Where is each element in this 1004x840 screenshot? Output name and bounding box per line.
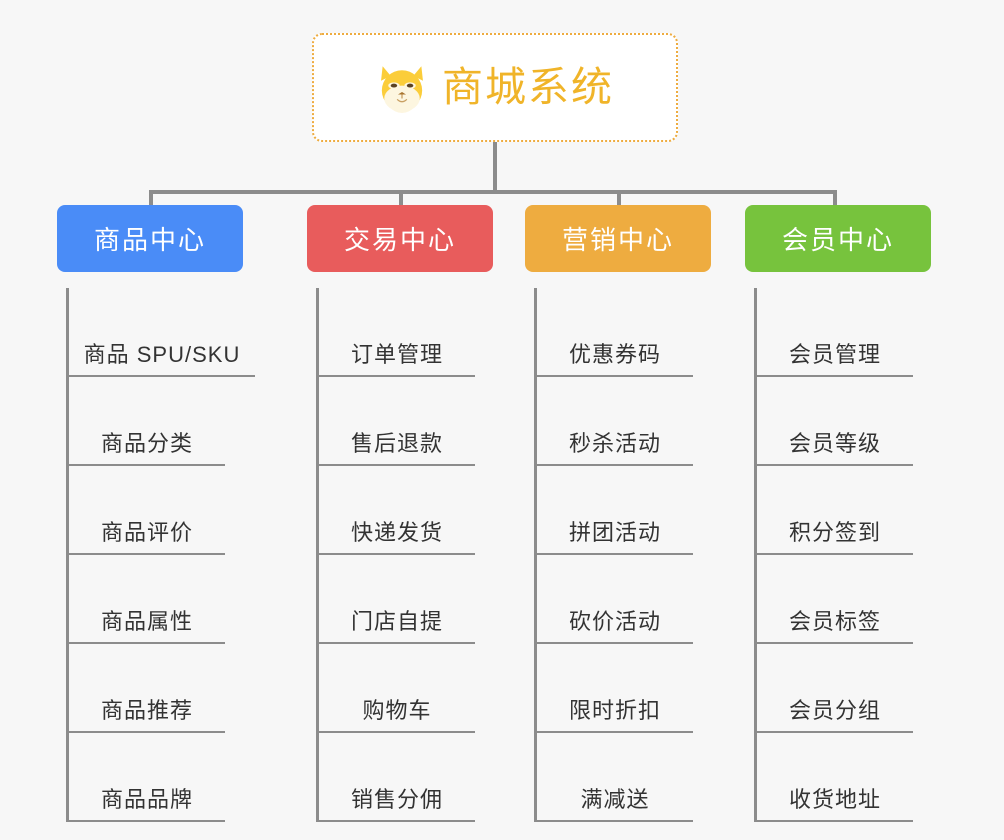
category-title: 交易中心 — [343, 225, 456, 255]
list-item[interactable]: 商品分类 — [69, 377, 225, 466]
list-item[interactable]: 满减送 — [537, 733, 693, 822]
connector-root-vertical — [493, 142, 497, 193]
connector-drop-3 — [617, 190, 621, 218]
column-marketing-center: 营销中心 优惠券码 秒杀活动 拼团活动 砍价活动 限时折扣 满减送 — [525, 205, 711, 822]
list-item[interactable]: 会员标签 — [757, 555, 913, 644]
category-title: 会员中心 — [781, 225, 894, 255]
connector-drop-4 — [833, 190, 837, 218]
connector-drop-2 — [399, 190, 403, 218]
list-item[interactable]: 商品推荐 — [69, 644, 225, 733]
sub-list-product-center: 商品 SPU/SKU 商品分类 商品评价 商品属性 商品推荐 商品品牌 — [66, 288, 255, 822]
category-title: 商品中心 — [93, 225, 206, 255]
category-header-trade-center[interactable]: 交易中心 — [307, 205, 493, 272]
list-item[interactable]: 优惠券码 — [537, 288, 693, 377]
list-item[interactable]: 砍价活动 — [537, 555, 693, 644]
list-item[interactable]: 销售分佣 — [319, 733, 475, 822]
category-header-product-center[interactable]: 商品中心 — [57, 205, 243, 272]
list-item[interactable]: 商品评价 — [69, 466, 225, 555]
sub-list-marketing-center: 优惠券码 秒杀活动 拼团活动 砍价活动 限时折扣 满减送 — [534, 288, 711, 822]
category-header-member-center[interactable]: 会员中心 — [745, 205, 931, 272]
sub-list-member-center: 会员管理 会员等级 积分签到 会员标签 会员分组 收货地址 — [754, 288, 931, 822]
list-item[interactable]: 订单管理 — [319, 288, 475, 377]
root-title: 商城系统 — [442, 64, 614, 110]
list-item[interactable]: 商品品牌 — [69, 733, 225, 822]
column-member-center: 会员中心 会员管理 会员等级 积分签到 会员标签 会员分组 收货地址 — [745, 205, 931, 822]
connector-drop-1 — [149, 190, 153, 218]
list-item[interactable]: 收货地址 — [757, 733, 913, 822]
list-item[interactable]: 商品属性 — [69, 555, 225, 644]
column-trade-center: 交易中心 订单管理 售后退款 快递发货 门店自提 购物车 销售分佣 — [307, 205, 493, 822]
list-item[interactable]: 会员分组 — [757, 644, 913, 733]
root-node[interactable]: 商城系统 — [312, 33, 678, 142]
list-item[interactable]: 商品 SPU/SKU — [69, 288, 255, 377]
shiba-dog-icon — [381, 65, 423, 113]
list-item[interactable]: 售后退款 — [319, 377, 475, 466]
list-item[interactable]: 会员等级 — [757, 377, 913, 466]
list-item[interactable]: 快递发货 — [319, 466, 475, 555]
list-item[interactable]: 会员管理 — [757, 288, 913, 377]
list-item[interactable]: 门店自提 — [319, 555, 475, 644]
list-item[interactable]: 秒杀活动 — [537, 377, 693, 466]
category-header-marketing-center[interactable]: 营销中心 — [525, 205, 711, 272]
list-item[interactable]: 拼团活动 — [537, 466, 693, 555]
category-title: 营销中心 — [561, 225, 674, 255]
column-product-center: 商品中心 商品 SPU/SKU 商品分类 商品评价 商品属性 商品推荐 商品品牌 — [57, 205, 255, 822]
sub-list-trade-center: 订单管理 售后退款 快递发货 门店自提 购物车 销售分佣 — [316, 288, 493, 822]
list-item[interactable]: 积分签到 — [757, 466, 913, 555]
list-item[interactable]: 限时折扣 — [537, 644, 693, 733]
connector-horizontal-bus — [149, 190, 837, 194]
list-item[interactable]: 购物车 — [319, 644, 475, 733]
